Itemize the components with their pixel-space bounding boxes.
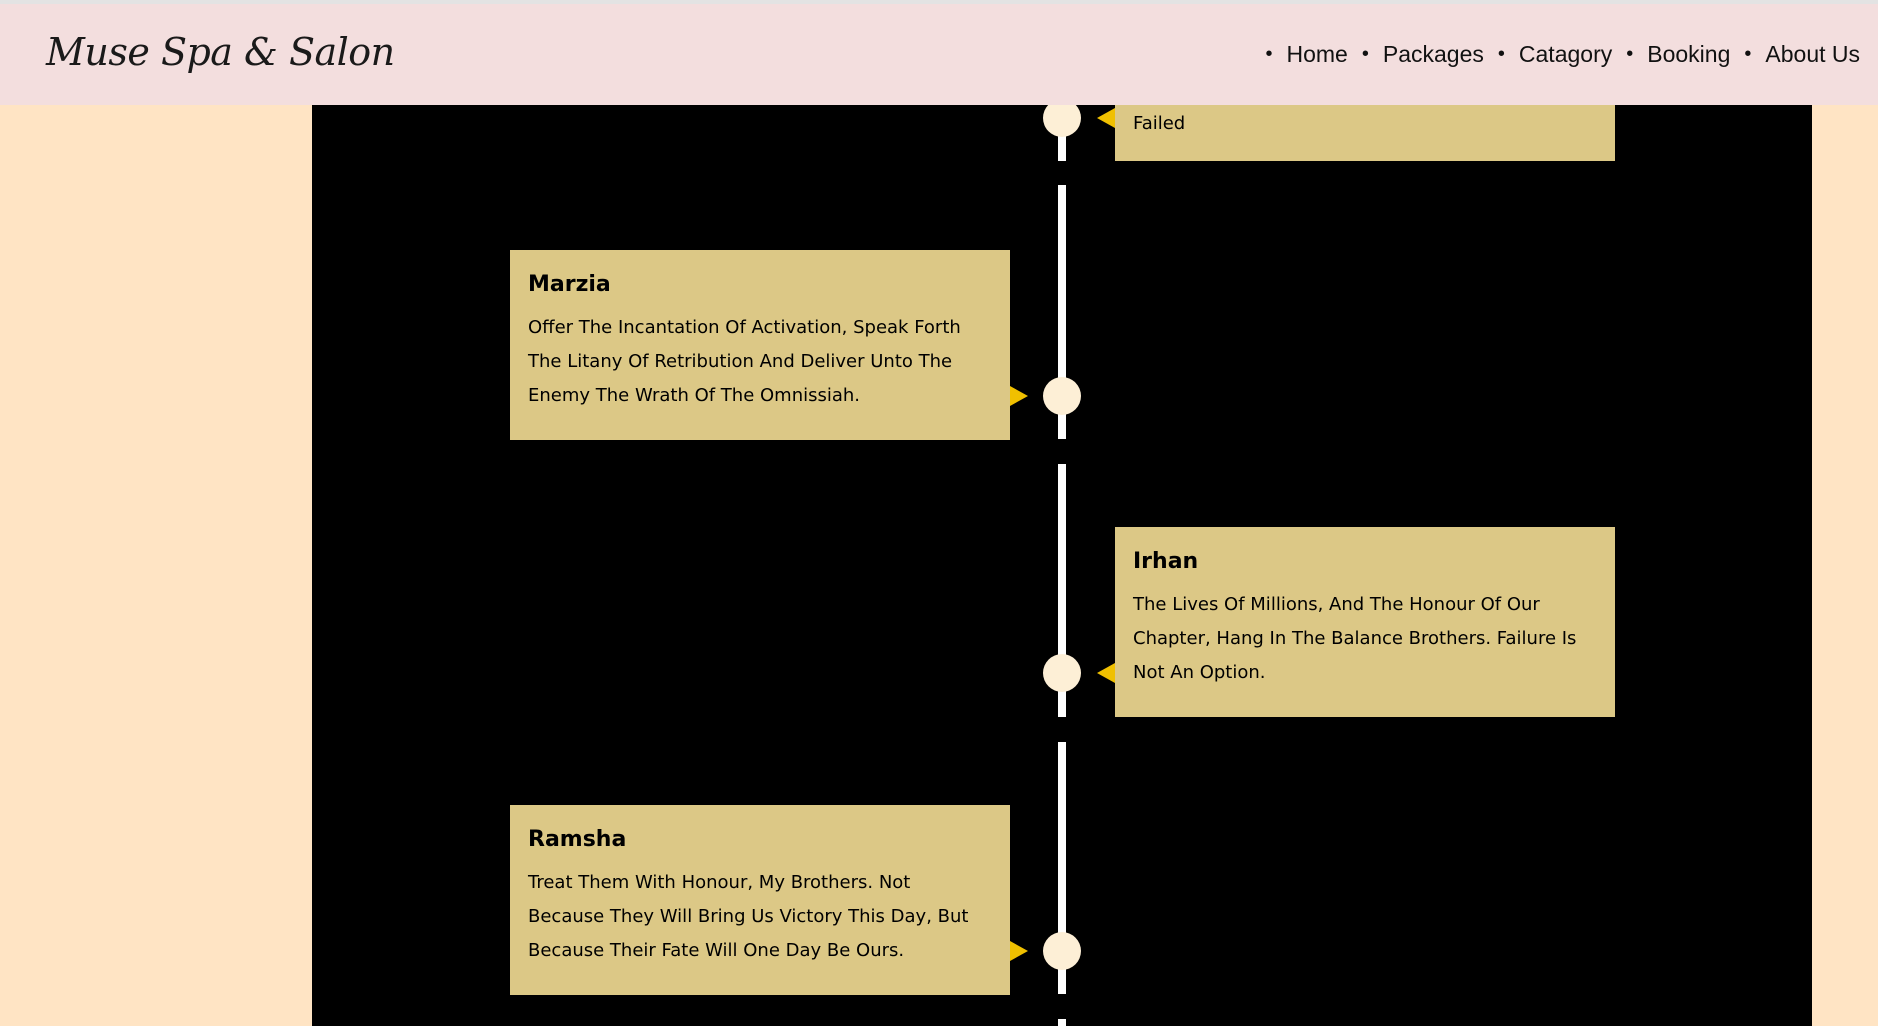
site-logo[interactable]: Muse Spa & Salon: [46, 30, 395, 74]
timeline-dot-icon: [1043, 105, 1081, 137]
timeline-arrow-icon: [1097, 663, 1115, 683]
nav-bullet-icon: •: [1626, 43, 1634, 65]
nav-item-about-us[interactable]: • About Us: [1744, 41, 1860, 68]
main-nav: • Home • Packages • Catagory • Booking •…: [1251, 4, 1860, 105]
timeline-line: [1058, 185, 1066, 439]
timeline-card-text: Failed: [1133, 113, 1186, 134]
timeline-dot-icon: [1043, 654, 1081, 692]
nav-bullet-icon: •: [1361, 43, 1369, 65]
nav-bullet-icon: •: [1265, 43, 1273, 65]
nav-item-booking[interactable]: • Booking: [1626, 41, 1730, 68]
timeline-card: Ramsha Treat Them With Honour, My Brothe…: [510, 805, 1010, 995]
timeline-dot-icon: [1043, 377, 1081, 415]
timeline-arrow-icon: [1010, 386, 1028, 406]
timeline-card-text: Offer The Incantation Of Activation, Spe…: [528, 317, 961, 406]
nav-bullet-icon: •: [1744, 43, 1752, 65]
nav-item-packages[interactable]: • Packages: [1362, 41, 1484, 68]
nav-item-home[interactable]: • Home: [1265, 41, 1347, 68]
nav-item-label[interactable]: Home: [1286, 41, 1348, 67]
navbar: Muse Spa & Salon • Home • Packages • Cat…: [0, 4, 1878, 105]
nav-item-label[interactable]: Booking: [1647, 41, 1731, 67]
timeline-section: Failed Marzia Offer The Incantation Of A…: [312, 105, 1812, 1026]
nav-item-label[interactable]: About Us: [1765, 41, 1860, 67]
nav-item-label[interactable]: Packages: [1382, 41, 1484, 67]
timeline-card: Irhan The Lives Of Millions, And The Hon…: [1115, 527, 1615, 717]
timeline-card-name: Ramsha: [528, 827, 627, 852]
timeline-card-text: The Lives Of Millions, And The Honour Of…: [1133, 594, 1577, 683]
nav-bullet-icon: •: [1497, 43, 1505, 65]
timeline-card-name: Irhan: [1133, 549, 1199, 574]
timeline-line: [1058, 742, 1066, 994]
timeline-card-text: Treat Them With Honour, My Brothers. Not…: [528, 872, 969, 961]
timeline-line: [1058, 1019, 1066, 1026]
nav-item-catagory[interactable]: • Catagory: [1498, 41, 1612, 68]
timeline-line: [1058, 464, 1066, 717]
top-border: [0, 0, 1878, 4]
nav-item-label[interactable]: Catagory: [1518, 41, 1613, 67]
timeline-arrow-icon: [1097, 108, 1115, 128]
timeline-card-name: Marzia: [528, 272, 611, 297]
timeline-card-partial: Failed: [1115, 105, 1615, 161]
timeline-card: Marzia Offer The Incantation Of Activati…: [510, 250, 1010, 440]
timeline-dot-icon: [1043, 932, 1081, 970]
timeline-arrow-icon: [1010, 941, 1028, 961]
